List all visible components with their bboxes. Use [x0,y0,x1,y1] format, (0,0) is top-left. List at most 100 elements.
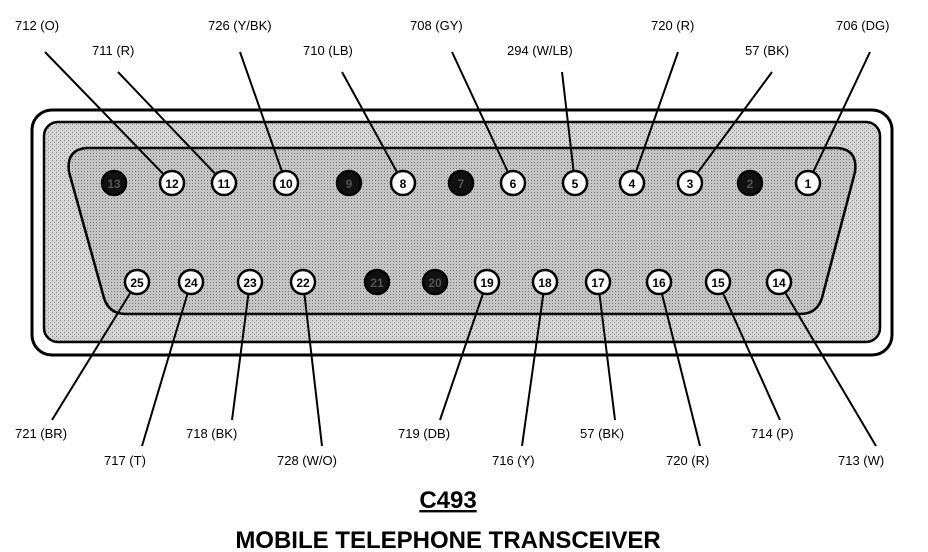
pin-2: 2 [736,169,764,197]
wire-label-pin-10: 726 (Y/BK) [208,18,272,33]
pin-1: 1 [794,169,822,197]
wire-label-pin-1: 706 (DG) [836,18,889,33]
wire-label-pin-25: 721 (BR) [15,426,67,441]
pin-circle-24 [177,268,205,296]
leader-line-pin-5 [561,71,575,172]
pin-20: 20 [421,268,449,296]
wire-label-pin-17: 57 (BK) [580,426,624,441]
wire-label-pin-4: 720 (R) [651,18,694,33]
wire-label-pin-16: 720 (R) [666,453,709,468]
pin-24: 24 [177,268,205,296]
pin-circle-13 [100,169,128,197]
pin-number-4: 4 [629,177,636,191]
pin-25: 25 [123,268,151,296]
pin-circle-12 [158,169,186,197]
leader-line-pin-24 [141,293,189,447]
pin-number-22: 22 [296,276,310,290]
pin-4: 4 [618,169,646,197]
pin-18: 18 [531,268,559,296]
leader-line-pin-10 [239,51,283,173]
leader-line-pin-6 [451,51,509,173]
pin-number-14: 14 [772,276,786,290]
pin-number-20: 20 [428,276,442,290]
pin-circle-9 [335,169,363,197]
wire-label-pin-8: 710 (LB) [303,43,353,58]
pin-16: 16 [645,268,673,296]
pin-circle-23 [236,268,264,296]
pin-12: 12 [158,169,186,197]
pin-circle-15 [704,268,732,296]
leader-line-pin-11 [117,71,217,176]
pin-number-13: 13 [107,177,121,191]
wire-label-pin-3: 57 (BK) [745,43,789,58]
pin-circle-14 [765,268,793,296]
pin-number-6: 6 [510,177,517,191]
leader-line-pin-8 [341,71,399,173]
pin-number-21: 21 [370,276,384,290]
leader-line-pin-25 [51,291,132,421]
pin-14: 14 [765,268,793,296]
leader-line-pin-15 [722,292,781,421]
leader-line-pin-4 [635,51,679,173]
pin-circle-2 [736,169,764,197]
leader-line-pin-23 [231,293,250,421]
wire-label-pin-14: 713 (W) [838,453,884,468]
wire-leaders [44,51,877,447]
pin-number-3: 3 [687,177,694,191]
pin-17: 17 [584,268,612,296]
wire-label-pin-11: 711 (R) [92,43,134,58]
pin-7: 7 [447,169,475,197]
pin-circle-7 [447,169,475,197]
pin-circle-8 [389,169,417,197]
leader-line-pin-19 [439,293,485,421]
pin-6: 6 [499,169,527,197]
pin-circle-20 [421,268,449,296]
wire-labels: 712 (O) 711 (R) 726 (Y/BK) 710 (LB) 708 (GY)… [15,18,889,468]
pin-23: 23 [236,268,264,296]
pin-circle-21 [363,268,391,296]
pin-circle-11 [210,169,238,197]
pin-number-15: 15 [711,276,725,290]
pin-number-25: 25 [130,276,144,290]
wire-label-pin-18: 716 (Y) [492,453,535,468]
pin-number-7: 7 [458,177,465,191]
pin-number-19: 19 [480,276,494,290]
pin-group: 1234567891011121314151617181920212223242… [100,169,822,296]
pin-circle-22 [289,268,317,296]
leader-line-pin-22 [303,293,323,447]
leader-line-pin-14 [784,291,877,447]
wire-label-pin-15: 714 (P) [751,426,794,441]
pin-circle-4 [618,169,646,197]
leader-line-pin-12 [44,51,165,176]
leader-line-pin-17 [598,293,616,421]
pin-9: 9 [335,169,363,197]
pin-circle-3 [676,169,704,197]
wire-label-pin-5: 294 (W/LB) [507,43,573,58]
connector-code: C493 [419,487,476,514]
wire-label-pin-6: 708 (GY) [410,18,463,33]
leader-line-pin-16 [660,293,701,447]
pin-circle-17 [584,268,612,296]
pin-3: 3 [676,169,704,197]
pin-circle-1 [794,169,822,197]
leader-line-pin-3 [696,71,773,174]
pin-number-23: 23 [243,276,257,290]
pin-13: 13 [100,169,128,197]
pin-22: 22 [289,268,317,296]
pin-circle-10 [272,169,300,197]
leader-line-pin-18 [521,293,545,447]
wire-label-pin-23: 718 (BK) [186,426,237,441]
pin-number-10: 10 [279,177,293,191]
pin-number-8: 8 [400,177,407,191]
pin-15: 15 [704,268,732,296]
pin-number-17: 17 [591,276,605,290]
pin-circle-25 [123,268,151,296]
pin-11: 11 [210,169,238,197]
wire-label-pin-22: 728 (W/O) [277,453,337,468]
wire-label-pin-12: 712 (O) [15,18,59,33]
pin-number-18: 18 [538,276,552,290]
pin-number-5: 5 [572,177,579,191]
pin-number-9: 9 [346,177,353,191]
